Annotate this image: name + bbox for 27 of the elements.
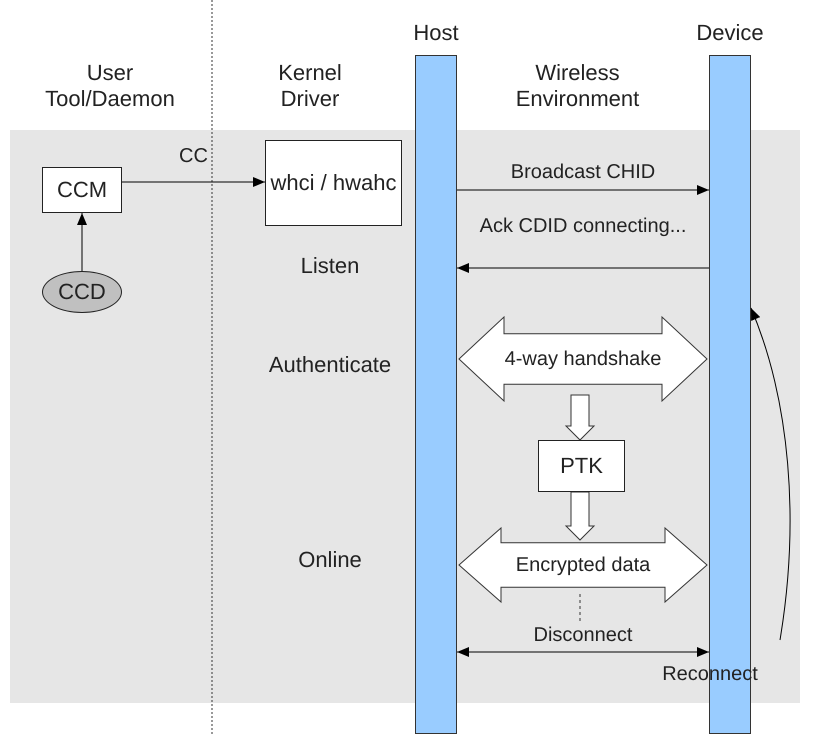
- column-heading: Wireless Environment: [514, 60, 640, 112]
- process-box: CCM: [42, 167, 122, 213]
- arrow: [456, 185, 710, 195]
- phase-label: Online: [297, 547, 363, 573]
- lifeline-heading: Device: [695, 20, 765, 46]
- edge-label: CC: [178, 144, 209, 168]
- process-box: PTK: [538, 440, 625, 492]
- phase-label: Listen: [300, 253, 360, 279]
- process-box: whci / hwahc: [265, 140, 402, 226]
- arrow: [77, 212, 87, 272]
- edge-label: Broadcast CHID: [510, 160, 656, 184]
- hollow-arrow: [564, 492, 596, 541]
- lifeline-heading: Host: [412, 20, 460, 46]
- arrow: [456, 263, 710, 273]
- arrow: [122, 177, 266, 187]
- edge-label: Encrypted data: [514, 553, 652, 577]
- hollow-arrow: [564, 394, 596, 441]
- phase-label: Authenticate: [268, 352, 392, 378]
- column-heading: Kernel Driver: [277, 60, 343, 112]
- edge-label: Ack CDID connecting...: [478, 214, 688, 238]
- curved-arrow: [750, 308, 791, 640]
- edge-label: 4-way handshake: [504, 347, 662, 371]
- edge-label: Disconnect: [532, 623, 634, 647]
- arrow: [456, 647, 710, 657]
- double-block-arrow: [458, 526, 708, 604]
- double-block-arrow: [458, 316, 708, 402]
- column-heading: User Tool/Daemon: [44, 60, 176, 112]
